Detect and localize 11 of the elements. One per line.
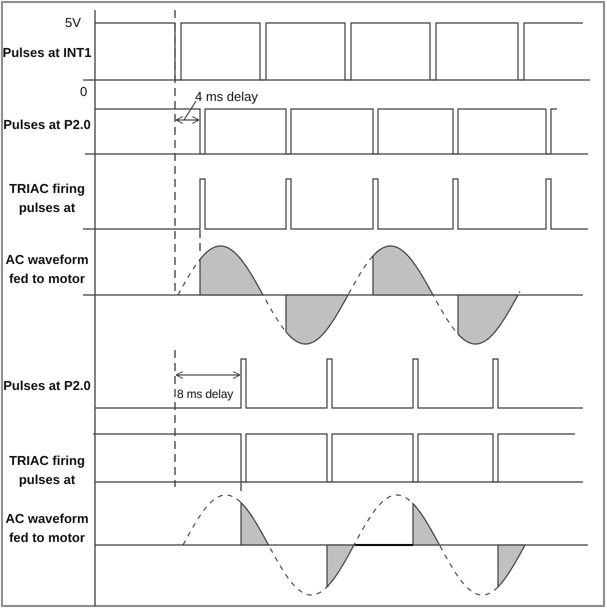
voltage-label: 0 [80, 84, 88, 99]
dimension-label: 8 ms delay [177, 387, 234, 402]
dimension-label: 4 ms delay [195, 89, 258, 104]
row-label: Pulses at P2.0 [2, 377, 92, 395]
row-label: Pulses at INT1 [2, 44, 92, 62]
row-label: Pulses at P2.0 [2, 116, 92, 134]
row-label: TRIAC firing pulses at [8, 452, 86, 489]
row-label: AC waveform fed to motor [4, 510, 90, 547]
row-label: AC waveform fed to motor [4, 251, 90, 288]
voltage-label: 5V [65, 15, 81, 30]
row-label: TRIAC firing pulses at [8, 180, 86, 217]
